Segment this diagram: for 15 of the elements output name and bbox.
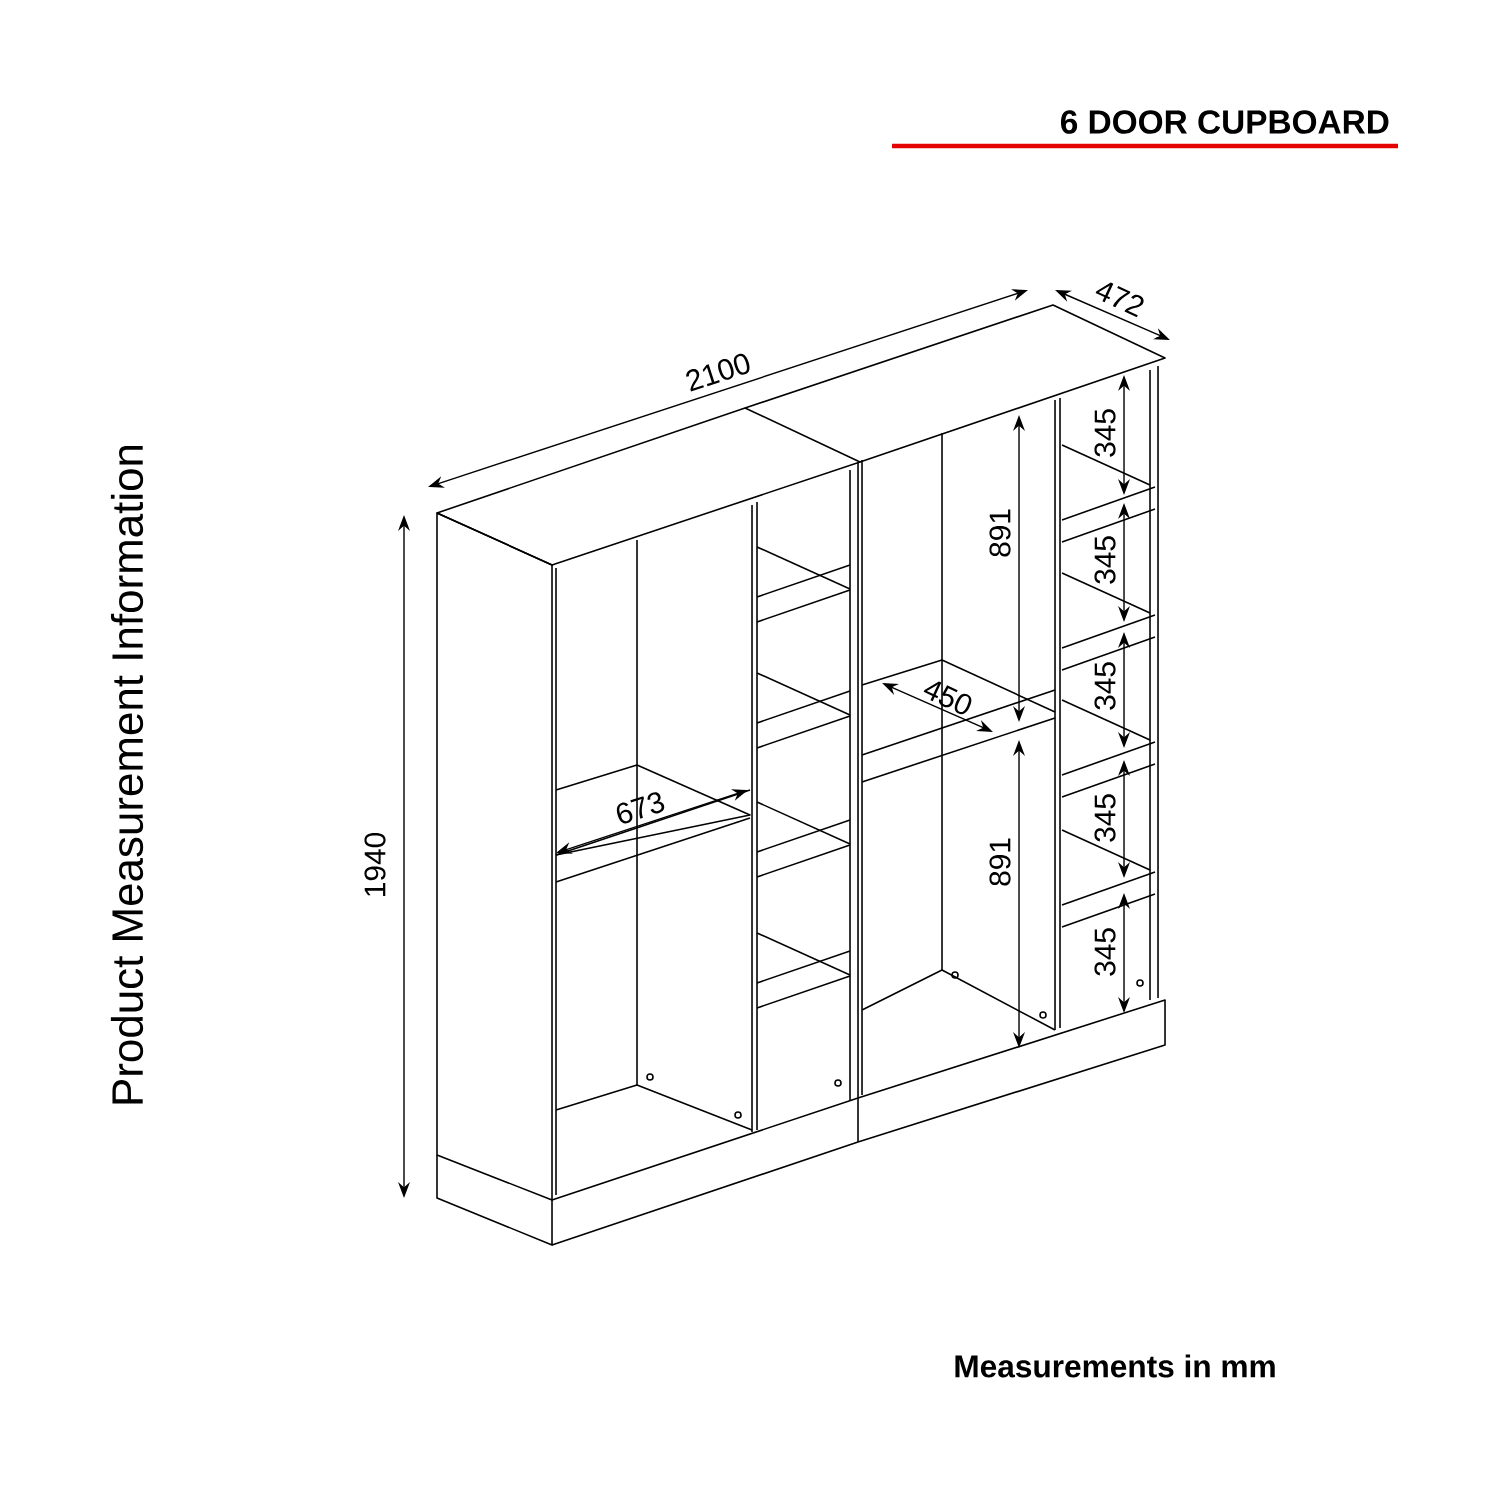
caption: Measurements in mm bbox=[955, 1354, 1275, 1378]
dimension-label: 450 bbox=[923, 681, 972, 715]
title: 6 DOOR CUPBOARD bbox=[1061, 110, 1389, 134]
dimension-label: 345 bbox=[1094, 536, 1116, 584]
dimension-label: 1940 bbox=[364, 832, 386, 896]
dimension-label: 345 bbox=[1094, 409, 1116, 457]
dimension-label: 891 bbox=[989, 509, 1011, 557]
dimension-label: 345 bbox=[1094, 794, 1116, 842]
dimension-label: 345 bbox=[1094, 662, 1116, 710]
side-heading: Product Measurement Information bbox=[110, 445, 144, 1104]
dimension-label: 345 bbox=[1094, 928, 1116, 976]
dimension-label: 891 bbox=[989, 838, 1011, 886]
dimension-label: 472 bbox=[1095, 282, 1144, 318]
dimension-label: 2100 bbox=[686, 353, 750, 392]
dimension-label: 673 bbox=[616, 792, 665, 824]
